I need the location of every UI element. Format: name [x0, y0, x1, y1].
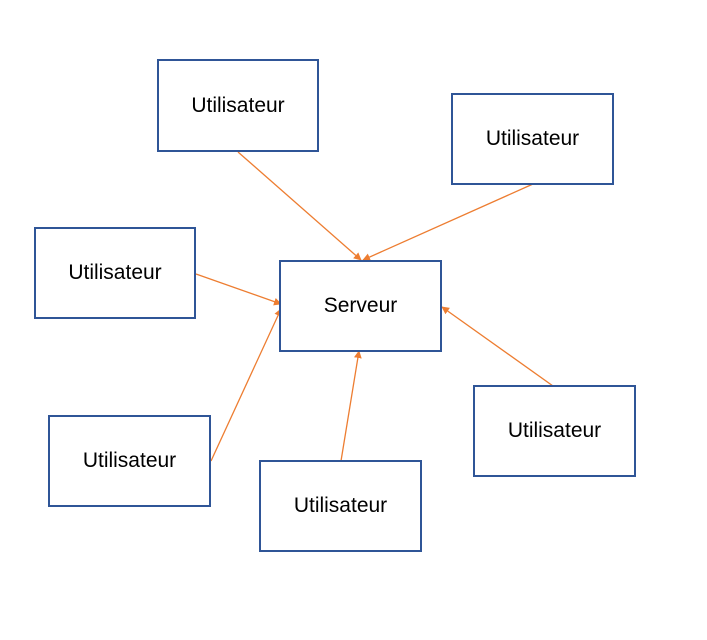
- arrow-user-2-to-server: [362, 183, 534, 261]
- user-box: Utilisateur: [48, 415, 211, 507]
- user-box: Utilisateur: [259, 460, 422, 552]
- user-label: Utilisateur: [507, 419, 602, 442]
- user-box: Utilisateur: [451, 93, 614, 185]
- user-label: Utilisateur: [293, 494, 388, 517]
- server-label: Serveur: [323, 294, 398, 317]
- arrow-user-5-to-server: [340, 350, 362, 462]
- arrow-user-4-to-server: [210, 308, 282, 462]
- user-box: Utilisateur: [473, 385, 636, 477]
- arrow-user-6-to-server: [441, 306, 554, 387]
- user-box: Utilisateur: [157, 59, 319, 152]
- arrow-user-1-to-server: [237, 151, 362, 261]
- user-label: Utilisateur: [82, 449, 177, 472]
- user-box: Utilisateur: [34, 227, 196, 319]
- user-label: Utilisateur: [485, 127, 580, 150]
- user-label: Utilisateur: [191, 93, 285, 117]
- user-label: Utilisateur: [68, 261, 162, 284]
- server-box: Serveur: [279, 260, 442, 352]
- arrow-user-3-to-server: [195, 273, 282, 306]
